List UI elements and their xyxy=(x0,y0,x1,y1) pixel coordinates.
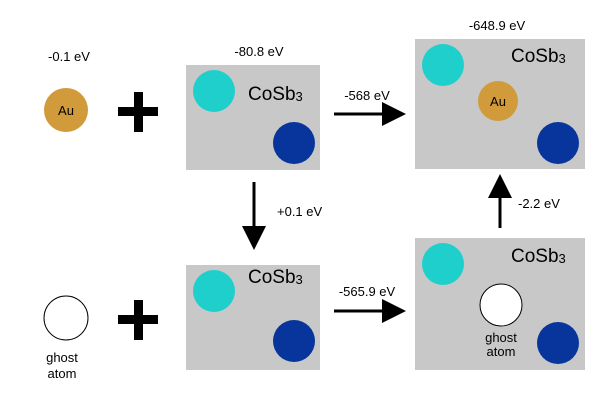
ghost-atom-in-box xyxy=(479,283,523,327)
product-energy-label: -648.9 eV xyxy=(469,18,526,33)
step-top-energy-label: -568 eV xyxy=(344,88,390,103)
navy-atom xyxy=(273,320,315,362)
navy-atom xyxy=(273,122,315,164)
ghost-atom xyxy=(43,295,89,341)
step-up-energy-label: -2.2 eV xyxy=(518,196,560,211)
cosb3-formula: CoSb3 xyxy=(248,267,303,288)
plus-sign-bottom xyxy=(118,300,158,340)
cosb3-box-top: CoSb3 xyxy=(186,65,320,170)
cosb3-top-energy-label: -80.8 eV xyxy=(234,44,283,59)
au-energy-label: -0.1 eV xyxy=(48,49,90,64)
au-atom-in-box xyxy=(478,81,518,121)
navy-atom xyxy=(537,122,579,164)
ghost-label-line2: atom xyxy=(48,366,77,381)
step-bottom-energy-label: -565.9 eV xyxy=(339,284,396,299)
cyan-atom xyxy=(193,270,235,312)
cosb3-box-ghost: ghost atom CoSb3 xyxy=(415,238,585,370)
cyan-atom xyxy=(193,70,235,112)
cosb3-formula: CoSb3 xyxy=(511,46,566,67)
cosb3-formula: CoSb3 xyxy=(248,84,303,105)
au-atom-label: Au xyxy=(490,94,506,109)
au-atom xyxy=(44,88,88,132)
plus-sign-top xyxy=(118,92,158,132)
cyan-atom xyxy=(422,44,464,86)
au-atom-label: Au xyxy=(58,103,74,118)
cosb3-formula: CoSb3 xyxy=(511,246,566,267)
navy-atom xyxy=(537,322,579,364)
cosb3-box-bottom: CoSb3 xyxy=(186,265,320,370)
ghost-label-line1: ghost xyxy=(46,350,78,365)
ghost-label-line1: ghost xyxy=(485,330,517,345)
step-down-energy-label: +0.1 eV xyxy=(277,204,323,219)
cyan-atom xyxy=(422,243,464,285)
cosb3-box-product: Au CoSb3 xyxy=(415,39,585,169)
ghost-label-line2: atom xyxy=(487,344,516,359)
